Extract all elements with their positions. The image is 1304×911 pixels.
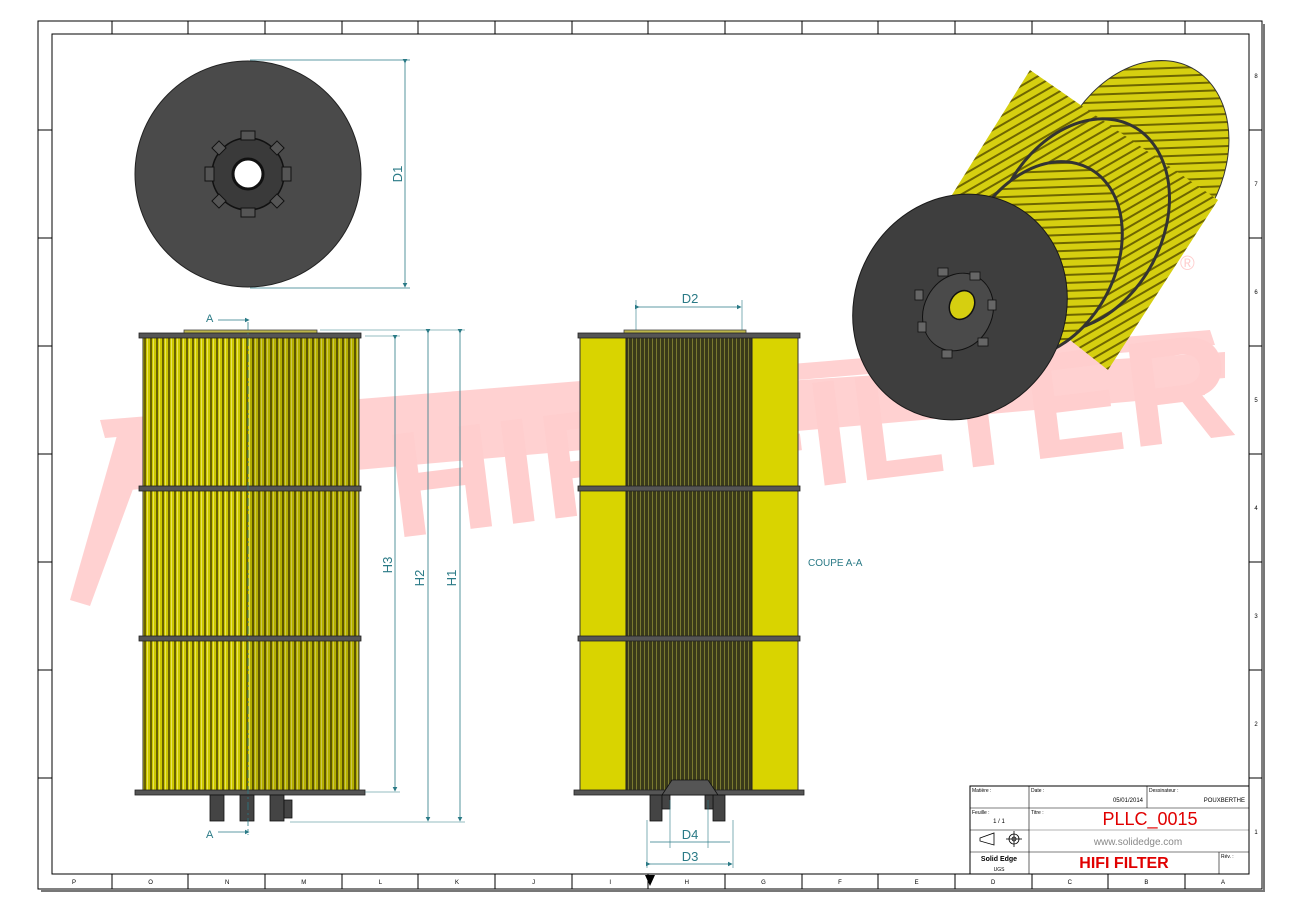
section-marker-bottom: A: [206, 829, 214, 841]
section-marker-top: A: [206, 313, 214, 325]
lower-cap: [134, 789, 366, 796]
zone-row-label: 7: [1254, 182, 1258, 188]
zone-column-label: O: [148, 880, 153, 886]
zone-ticks: [38, 21, 1262, 889]
tb-feuille-value: 1 / 1: [993, 819, 1005, 825]
zone-column-label: L: [379, 880, 383, 886]
zone-column-label: K: [455, 880, 459, 886]
section-outer-left: [579, 336, 627, 792]
zone-row-numbers: 8 7 6 5 4 3 2 1: [1254, 74, 1258, 836]
zone-column-label: A: [1221, 880, 1225, 886]
pleat-shade-band: [250, 337, 359, 791]
hub-tabs: [204, 130, 292, 218]
tb-dessinateur-label: Dessinateur :: [1149, 788, 1178, 794]
tb-titre-label: Titre :: [1031, 810, 1044, 816]
section-label: COUPE A-A: [808, 558, 863, 569]
section-core: [625, 336, 753, 792]
tb-feuille-label: Feuille :: [972, 810, 990, 816]
section-outer-right: [751, 336, 799, 792]
zone-row-label: 5: [1254, 398, 1258, 404]
section-clips: [649, 794, 726, 822]
zone-column-label: M: [301, 880, 306, 886]
zone-column-label: I: [609, 880, 611, 886]
dim-label-d3: D3: [682, 849, 699, 864]
center-bore: [231, 157, 265, 191]
zone-column-label: H: [685, 880, 689, 886]
section-view: D2 D4 D3 COUPE A-A: [573, 291, 863, 886]
zone-row-label: 3: [1254, 614, 1258, 620]
dim-label-d4: D4: [682, 827, 699, 842]
dim-label-h2: H2: [412, 570, 427, 587]
dim-label-h1: H1: [444, 570, 459, 587]
tb-software: Solid Edge: [981, 856, 1017, 863]
dim-label-d2: D2: [682, 291, 699, 306]
zone-row-label: 6: [1254, 290, 1258, 296]
zone-column-label: J: [532, 880, 535, 886]
section-ring-upper: [577, 485, 801, 492]
tb-date-value: 05/01/2014: [1113, 798, 1144, 804]
dim-label-d1: D1: [390, 166, 405, 183]
iso-hub-tabs: [914, 267, 997, 359]
tb-company: HIFI FILTER: [1079, 855, 1169, 872]
page-center-mark: [645, 875, 655, 886]
pleat-body: [142, 336, 360, 792]
zone-column-label: P: [72, 880, 76, 886]
zone-column-label: N: [225, 880, 229, 886]
iso-bore: [948, 289, 976, 321]
zone-row-label: 2: [1254, 722, 1258, 728]
zone-row-label: 1: [1254, 830, 1258, 836]
zone-row-label: 4: [1254, 506, 1258, 512]
zone-column-label: D: [991, 880, 996, 886]
upper-cap: [138, 332, 362, 339]
isometric-view: [852, 60, 1230, 421]
watermark-registered: ®: [1180, 253, 1195, 275]
section-ring-lower: [577, 635, 801, 642]
tb-url: www.solidedge.com: [1093, 837, 1182, 848]
section-hub: [661, 779, 719, 796]
front-view: A A H3 H2 H1: [134, 313, 465, 841]
sheet-outer-border: [37, 20, 1263, 890]
zone-column-label: B: [1144, 880, 1148, 886]
tb-rev-label: Rév. :: [1221, 854, 1234, 860]
zone-row-label: 8: [1254, 74, 1258, 80]
support-ring-upper: [138, 485, 362, 492]
zone-column-label: E: [915, 880, 919, 886]
zone-column-label: C: [1068, 880, 1073, 886]
tb-dessinateur-value: POUXBERTHE: [1204, 798, 1245, 804]
top-view: D1: [134, 58, 410, 289]
bottom-clips: [209, 794, 293, 822]
tb-titre-value: PLLC_0015: [1102, 809, 1197, 830]
section-cap-top: [577, 332, 801, 339]
tb-units: UGS: [994, 867, 1006, 873]
zone-column-label: G: [761, 880, 766, 886]
zone-column-label: F: [838, 880, 842, 886]
projection-symbol-icon: [979, 831, 1022, 847]
title-block: Matière : Date : 05/01/2014 Dessinateur …: [969, 785, 1250, 875]
support-ring-lower: [138, 635, 362, 642]
tb-date-label: Date :: [1031, 788, 1044, 794]
tb-matiere-label: Matière :: [972, 788, 991, 794]
dim-label-h3: H3: [380, 557, 395, 574]
